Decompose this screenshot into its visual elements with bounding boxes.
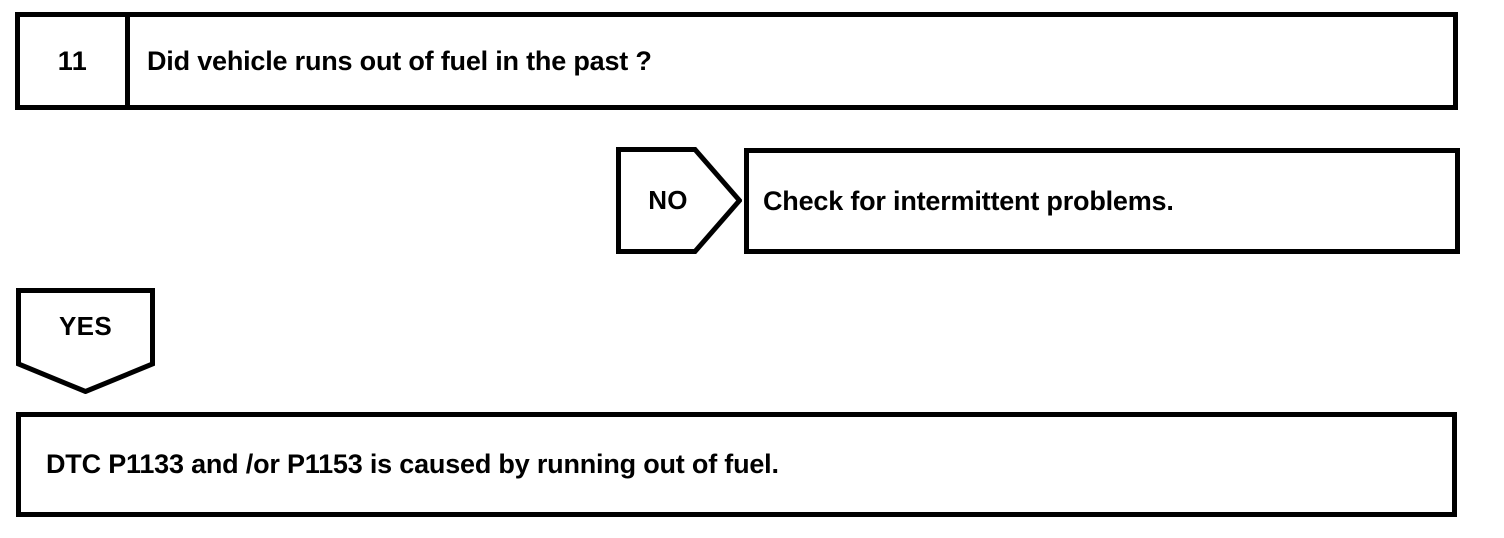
step-question-cell: Did vehicle runs out of fuel in the past… bbox=[130, 17, 1453, 105]
step-question-row: 11 Did vehicle runs out of fuel in the p… bbox=[15, 12, 1458, 110]
yes-branch-pentagon bbox=[16, 288, 155, 394]
no-action-text: Check for intermittent problems. bbox=[763, 185, 1174, 216]
step-number: 11 bbox=[57, 45, 88, 76]
conclusion-text: DTC P1133 and /or P1153 is caused by run… bbox=[46, 449, 779, 479]
no-action-box: Check for intermittent problems. bbox=[744, 148, 1460, 254]
no-branch-pentagon-shape bbox=[616, 147, 742, 254]
step-question-text: Did vehicle runs out of fuel in the past… bbox=[147, 45, 652, 76]
step-number-cell: 11 bbox=[20, 17, 130, 105]
conclusion-box: DTC P1133 and /or P1153 is caused by run… bbox=[16, 412, 1457, 517]
no-branch-pentagon bbox=[616, 147, 742, 254]
yes-branch-pentagon-shape bbox=[16, 288, 155, 394]
